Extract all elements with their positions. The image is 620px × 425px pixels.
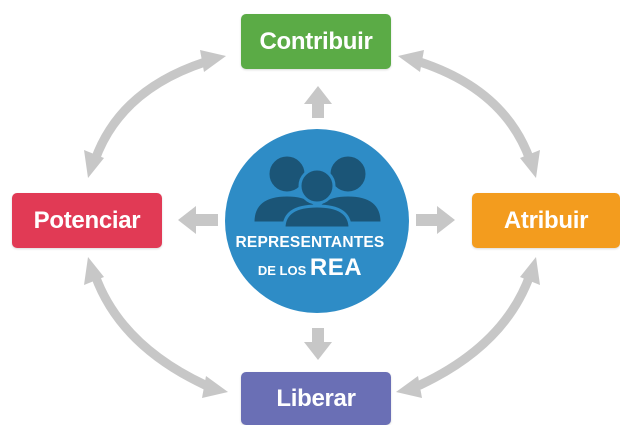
arrowhead-top-right-a [398,50,424,72]
arrow-top-left [90,57,210,165]
atribuir-box: Atribuir [472,193,620,248]
cycle-arrows [90,57,535,390]
arrow-center-down [304,328,332,360]
contribuir-label: Contribuir [259,27,373,55]
arrow-center-right [416,206,455,234]
center-title-emphasis: REA [309,254,363,281]
liberar-label: Liberar [276,384,356,412]
arrowhead-left-bottom-a [84,257,104,285]
arrow-left-bottom [90,270,210,390]
contribuir-box: Contribuir [241,14,391,69]
potenciar-label: Potenciar [33,206,141,234]
center-title-prefix: DE LOS [257,263,307,278]
arrow-center-left [178,206,218,234]
people-group-icon [253,155,382,230]
liberar-box: Liberar [241,372,391,425]
center-title-line1: REPRESENTANTES [235,234,385,251]
arrow-right-bottom [415,270,535,390]
arrowhead-left-bottom-b [202,376,228,398]
arrowhead-top-left-b [84,150,104,178]
cycle-arrow-heads [84,50,540,398]
center-arrows [178,86,455,360]
center-title-line2: DE LOS REA [225,254,395,282]
arrow-top-right [415,57,535,165]
atribuir-label: Atribuir [503,206,589,234]
arrowhead-right-bottom-b [396,376,422,398]
potenciar-box: Potenciar [12,193,162,248]
arrowhead-right-bottom-a [520,257,540,285]
arrowhead-top-right-b [520,150,540,178]
arrow-center-up [304,86,332,118]
arrowhead-top-left-a [200,50,226,72]
